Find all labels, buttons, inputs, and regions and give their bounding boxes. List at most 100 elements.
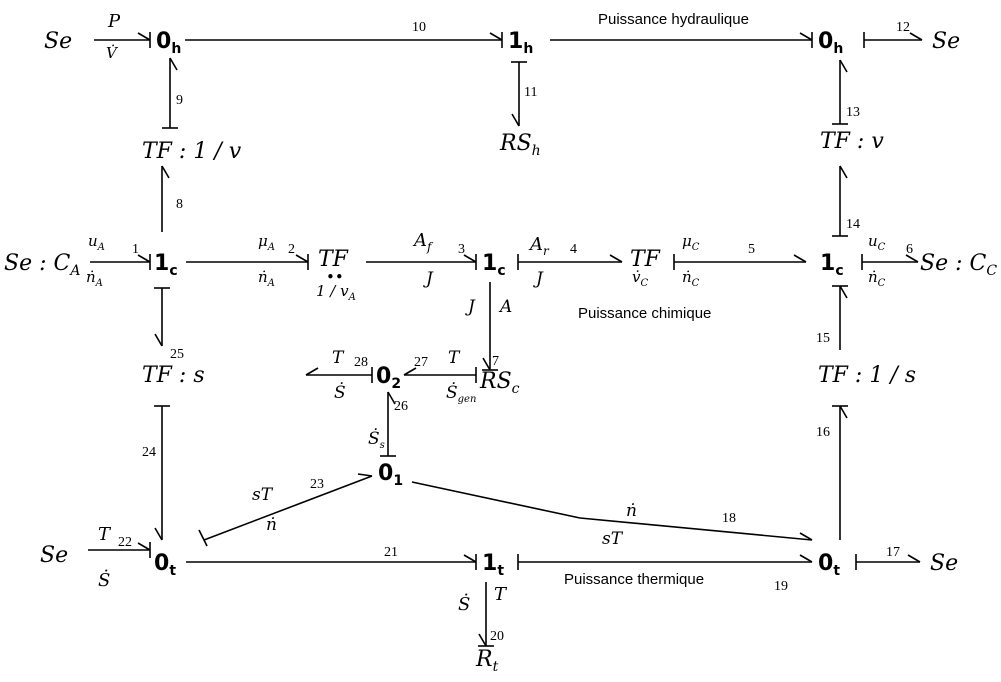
var-ndc: ṅC (682, 268, 700, 289)
bond-number-5: 5 (748, 242, 755, 257)
bond-26 (380, 391, 396, 457)
variables: P V̇ uA ṅA μA ṅA Af J Ar J μC ṅC v̇C uC … (86, 11, 886, 615)
bond-7 (482, 282, 498, 371)
tf-inv-v: TF : 1 / v (142, 139, 242, 164)
junction-0h-left: 0h (156, 29, 181, 57)
bond-16 (832, 405, 848, 540)
var-uc: uC (868, 232, 886, 253)
bond-number-13: 13 (846, 105, 860, 120)
var-vc: v̇C (632, 268, 648, 289)
tf-inv-s: TF : 1 / s (818, 363, 916, 388)
rs-h: RSh (499, 131, 541, 159)
var-t20: T (494, 584, 508, 605)
se-ca: Se : CA (4, 251, 80, 279)
var-j7: J (465, 297, 476, 317)
tf-a-dots: •• (326, 268, 344, 286)
bond-number-19: 19 (774, 579, 788, 594)
var-a7: A (498, 297, 512, 317)
tf-s: TF : s (142, 363, 205, 388)
bond-15 (832, 285, 848, 350)
var-st18: sT (602, 529, 624, 549)
bond-20 (478, 582, 494, 647)
var-nda: ṅA (86, 268, 103, 289)
tf-a-modulus: 1 / vA (316, 282, 356, 303)
var-ua: uA (88, 232, 105, 253)
caption-hydraulic-power: Puissance hydraulique (598, 11, 749, 28)
bond-9 (162, 57, 178, 129)
se-thermal-left: Se (40, 543, 68, 568)
junction-1c-right: 1c (820, 251, 844, 279)
bond-number-28: 28 (354, 355, 368, 370)
bond-6 (861, 254, 919, 270)
bond-25 (154, 287, 170, 347)
tf-c: TF (630, 247, 661, 272)
bond-number-7: 7 (492, 354, 499, 369)
bond-number-16: 16 (816, 425, 830, 440)
var-t27: T (448, 348, 461, 368)
bond-numbers: 1 2 3 4 5 6 7 8 9 10 11 12 13 14 15 16 1… (118, 20, 913, 644)
bond-hydraulic (550, 32, 813, 48)
bond-24 (154, 405, 170, 541)
var-st23: sT (252, 485, 274, 505)
bond-28 (305, 367, 373, 383)
bond-14 (832, 165, 848, 237)
var-vdot: V̇ (106, 44, 119, 62)
r-t: Rt (475, 647, 499, 675)
bond-13 (832, 59, 848, 125)
bond-number-17: 17 (886, 545, 900, 560)
bond-number-26: 26 (394, 399, 408, 414)
bond-number-15: 15 (816, 331, 830, 346)
bond-19 (517, 554, 813, 570)
bond-5 (673, 254, 807, 270)
junction-0h-right: 0h (818, 29, 843, 57)
bond-number-22: 22 (118, 535, 132, 550)
junction-02: 02 (376, 364, 401, 392)
var-j3: J (423, 269, 434, 289)
bond-number-9: 9 (176, 93, 183, 108)
bond-number-25: 25 (170, 347, 184, 362)
junction-01: 01 (378, 461, 403, 489)
bond-18 (411, 481, 813, 541)
caption-thermal-power: Puissance thermique (564, 571, 704, 588)
var-ss: Ṡs (368, 428, 385, 451)
caption-chemical-power: Puissance chimique (578, 305, 711, 322)
bond-number-1: 1 (132, 242, 139, 257)
bond-17 (855, 554, 921, 570)
bond-12 (863, 32, 923, 48)
bond-number-12: 12 (896, 20, 910, 35)
bond-number-4: 4 (570, 242, 577, 257)
bond-11 (511, 61, 527, 127)
bond-number-24: 24 (142, 445, 156, 460)
junction-0t-right: 0t (818, 551, 840, 579)
junction-1h: 1h (508, 29, 533, 57)
var-t22: T (98, 524, 112, 545)
junction-1c-left: 1c (154, 251, 178, 279)
se-pressure-source: Se (44, 29, 72, 54)
junction-1c-mid: 1c (482, 251, 506, 279)
bond-number-23: 23 (310, 477, 324, 492)
rs-c: RSc (479, 369, 520, 397)
var-sdot20: Ṡ (458, 592, 470, 615)
bond-number-21: 21 (384, 545, 398, 560)
var-ar: Ar (528, 234, 550, 258)
bond-1 (90, 254, 151, 270)
tf-a: TF (318, 247, 349, 272)
bond-number-20: 20 (490, 629, 504, 644)
var-muc: μC (682, 232, 700, 253)
bond-number-10: 10 (412, 20, 426, 35)
bond-3 (366, 254, 477, 270)
bond-23 (198, 473, 373, 547)
bond-8 (161, 165, 170, 232)
var-nd18: ṅ (626, 501, 637, 521)
junction-1t: 1t (482, 551, 504, 579)
bond-21 (186, 554, 477, 570)
var-sdot28: Ṡ (334, 382, 346, 403)
bond-4 (517, 254, 623, 270)
bond-10 (185, 32, 503, 48)
bond-number-18: 18 (722, 511, 736, 526)
bond-number-27: 27 (414, 355, 428, 370)
bond-27 (403, 367, 477, 383)
bond-number-8: 8 (176, 197, 183, 212)
junction-0t-left: 0t (154, 551, 176, 579)
